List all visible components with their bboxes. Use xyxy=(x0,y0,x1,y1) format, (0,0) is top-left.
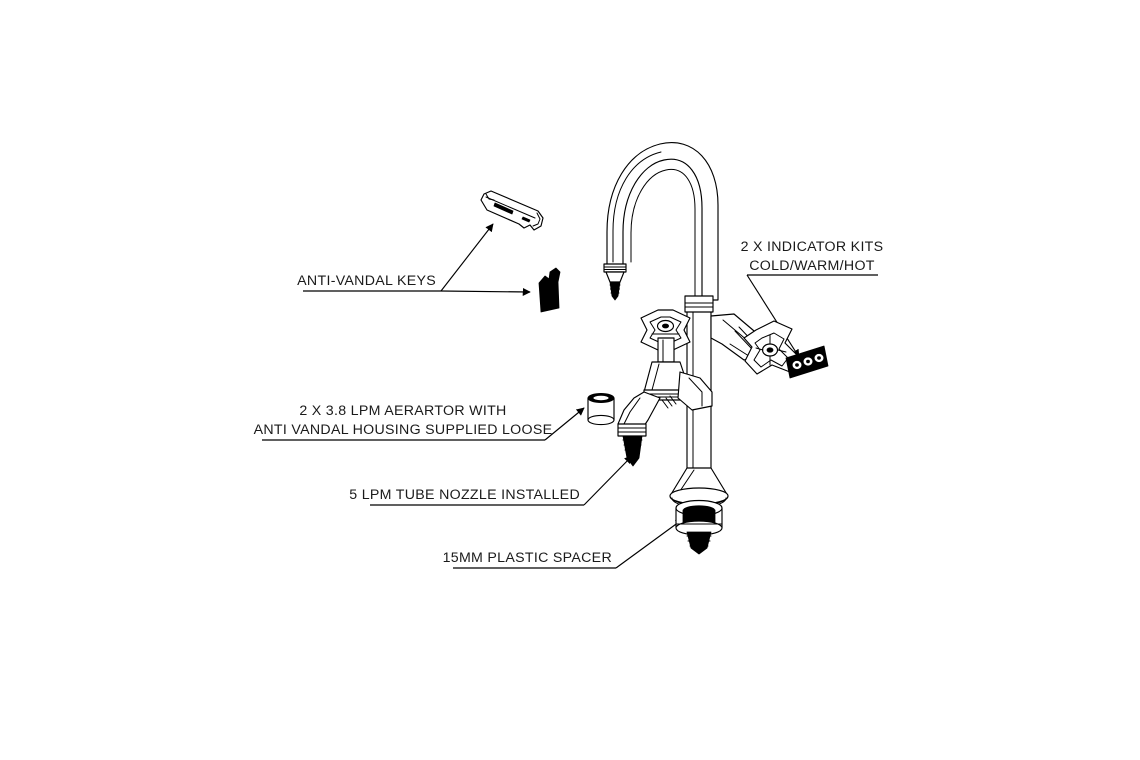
part-mounting-shank xyxy=(686,531,712,555)
leader-line-key-long xyxy=(440,223,494,292)
part-anti-vandal-key-short xyxy=(538,267,561,313)
callout-label-indicator-kits-line1: 2 X INDICATOR KITS xyxy=(741,239,884,255)
part-lower-spout xyxy=(617,371,713,467)
leader-lines-group xyxy=(262,223,878,569)
part-plastic-spacer xyxy=(675,499,723,536)
callout-label-anti-vandal-keys: ANTI-VANDAL KEYS xyxy=(297,273,436,289)
callout-text-group: ANTI-VANDAL KEYS 2 X INDICATOR KITS COLD… xyxy=(254,239,884,566)
leader-line-key-short xyxy=(440,287,531,296)
callout-label-indicator-kits-line2: COLD/WARM/HOT xyxy=(749,258,875,274)
part-cross-handle-rear xyxy=(710,313,799,375)
part-gooseneck-spout xyxy=(603,142,719,301)
leader-line-tube-nozzle xyxy=(583,455,633,506)
part-indicator-card xyxy=(785,345,829,379)
part-base-assembly xyxy=(669,467,729,555)
callout-label-plastic-spacer: 15MM PLASTIC SPACER xyxy=(443,550,612,566)
part-tube-nozzle-lower xyxy=(622,435,643,467)
leader-line-plastic-spacer xyxy=(615,518,684,569)
callout-label-aerator-line1: 2 X 3.8 LPM AERARTOR WITH xyxy=(299,403,506,419)
part-aerator-housing xyxy=(587,392,615,426)
part-anti-vandal-key-long xyxy=(480,190,544,231)
callout-label-aerator-line2: ANTI VANDAL HOUSING SUPPLIED LOOSE xyxy=(254,422,553,438)
leader-line-aerator xyxy=(544,407,585,441)
indicator-buttons-group xyxy=(791,352,825,371)
part-tube-nozzle-upper xyxy=(609,281,621,301)
callout-label-tube-nozzle: 5 LPM TUBE NOZZLE INSTALLED xyxy=(349,487,580,503)
leader-line-indicator-kits xyxy=(746,274,800,358)
